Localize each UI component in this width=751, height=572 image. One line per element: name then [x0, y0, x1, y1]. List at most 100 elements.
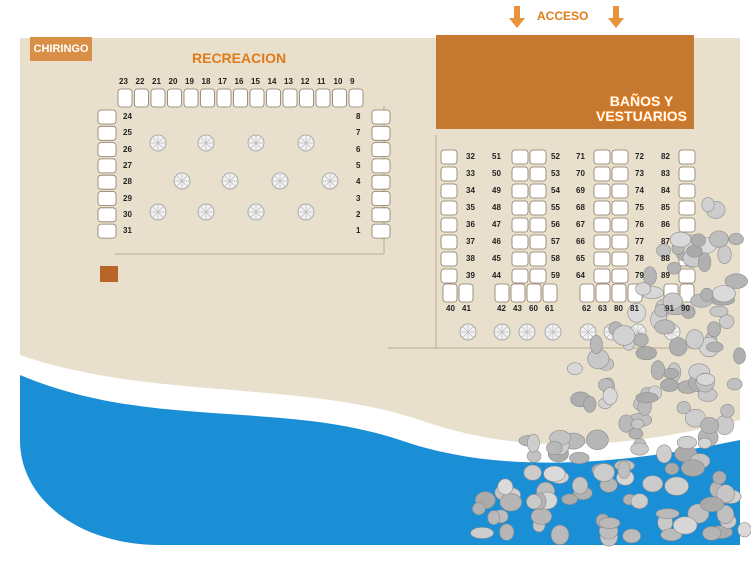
lounger-number-39: 39 [466, 271, 475, 280]
lounger-number-72: 72 [635, 152, 644, 161]
lounger-number-40: 40 [446, 304, 455, 313]
lounger-5 [371, 158, 391, 174]
lounger-77 [611, 234, 629, 250]
lounger-3 [371, 191, 391, 206]
lounger-number-13: 13 [284, 77, 293, 86]
lounger-number-46: 46 [492, 237, 501, 246]
lounger-number-91: 91 [665, 304, 674, 313]
lounger-13 [282, 88, 298, 108]
lounger-number-53: 53 [551, 169, 560, 178]
lounger-number-47: 47 [492, 220, 501, 229]
lounger-20 [167, 88, 182, 108]
lounger-number-65: 65 [576, 254, 585, 263]
lounger-number-43: 43 [513, 304, 522, 313]
lounger-number-16: 16 [234, 77, 244, 86]
lounger-number-19: 19 [185, 77, 194, 86]
banos-label: BAÑOS Y VESTUARIOS [596, 94, 687, 124]
lounger-number-57: 57 [551, 237, 560, 246]
lounger-12 [299, 88, 314, 108]
lounger-30 [97, 207, 117, 223]
lounger-number-12: 12 [300, 77, 310, 86]
lounger-48 [511, 200, 529, 216]
lounger-number-26: 26 [123, 144, 132, 154]
lounger-80 [611, 283, 627, 303]
lounger-59 [529, 268, 547, 284]
lounger-number-5: 5 [356, 160, 361, 170]
lounger-number-54: 54 [551, 186, 560, 195]
lounger-number-84: 84 [661, 186, 670, 195]
lounger-number-3: 3 [356, 193, 361, 203]
lounger-31 [97, 223, 117, 239]
lounger-44 [511, 268, 529, 284]
lounger-number-15: 15 [251, 77, 260, 86]
lounger-14 [266, 88, 281, 108]
lounger-number-85: 85 [661, 203, 670, 212]
lounger-number-14: 14 [267, 77, 277, 86]
lounger-37 [440, 234, 458, 250]
lounger-number-58: 58 [551, 254, 560, 263]
lounger-49 [511, 183, 529, 199]
lounger-number-27: 27 [123, 160, 132, 170]
lounger-number-11: 11 [317, 77, 326, 86]
lounger-number-4: 4 [356, 177, 361, 187]
lounger-83 [678, 166, 696, 182]
lounger-72 [611, 149, 629, 165]
lounger-number-24: 24 [123, 112, 132, 121]
acceso-label: ACCESO [537, 9, 589, 23]
lounger-number-77: 77 [635, 237, 644, 246]
lounger-7 [371, 125, 391, 141]
lounger-number-63: 63 [598, 304, 607, 313]
lounger-number-87: 87 [661, 237, 670, 246]
lounger-number-10: 10 [333, 77, 343, 86]
lounger-number-8: 8 [356, 112, 361, 121]
lounger-53 [529, 166, 547, 182]
lounger-75 [611, 200, 629, 216]
marker-square [100, 266, 118, 282]
banos-vestuarios-building [436, 35, 694, 129]
lounger-number-62: 62 [582, 304, 591, 313]
lounger-number-30: 30 [123, 209, 132, 219]
lounger-50 [511, 166, 529, 182]
lounger-6 [371, 142, 391, 158]
lounger-90 [679, 283, 695, 303]
lounger-number-2: 2 [356, 209, 361, 219]
lounger-number-75: 75 [635, 203, 644, 212]
chiringo-label: CHIRINGO [30, 37, 92, 61]
lounger-8 [371, 109, 391, 125]
banos-line1: BAÑOS Y [609, 93, 674, 109]
lounger-26 [97, 142, 117, 158]
lounger-number-48: 48 [492, 203, 501, 212]
lounger-9 [348, 88, 364, 108]
sea [20, 375, 740, 545]
lounger-number-32: 32 [466, 152, 475, 161]
lounger-70 [593, 166, 611, 182]
lounger-number-36: 36 [466, 220, 475, 229]
lounger-46 [511, 234, 529, 250]
lounger-69 [593, 183, 611, 199]
lounger-number-86: 86 [661, 220, 670, 229]
lounger-40 [442, 283, 458, 303]
lounger-22 [134, 88, 149, 108]
lounger-number-89: 89 [661, 271, 670, 280]
lounger-number-73: 73 [635, 169, 644, 178]
lounger-2 [371, 207, 391, 223]
lounger-number-38: 38 [466, 254, 475, 263]
recreacion-label: RECREACION [192, 50, 287, 66]
lounger-number-82: 82 [661, 152, 670, 161]
lounger-74 [611, 183, 629, 199]
lounger-25 [97, 125, 117, 141]
lounger-38 [440, 251, 458, 267]
lounger-number-17: 17 [218, 77, 227, 86]
lounger-61 [542, 283, 558, 303]
lounger-68 [593, 200, 611, 216]
lounger-34 [440, 183, 458, 199]
lounger-54 [529, 183, 547, 199]
lounger-number-70: 70 [576, 169, 585, 178]
lounger-16 [233, 88, 248, 108]
lounger-79 [611, 268, 629, 284]
lounger-10 [332, 88, 347, 108]
lounger-number-9: 9 [350, 77, 355, 86]
lounger-number-20: 20 [168, 77, 178, 86]
lounger-number-49: 49 [492, 186, 501, 195]
lounger-number-42: 42 [497, 304, 506, 313]
